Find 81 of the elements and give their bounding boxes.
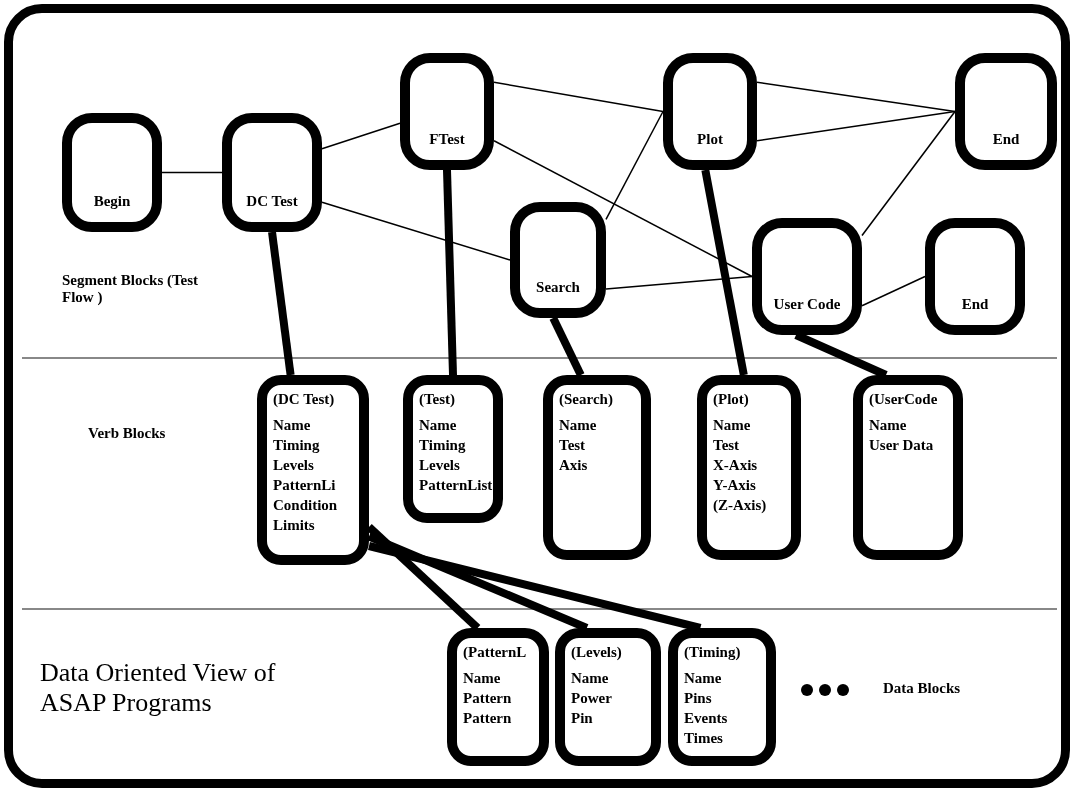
text-label: Data Blocks xyxy=(883,680,962,697)
block-label: Plot xyxy=(697,131,723,148)
segment-block xyxy=(752,218,862,335)
connector-line xyxy=(443,169,457,376)
data-card xyxy=(555,628,661,766)
data-card xyxy=(257,375,369,565)
field-name: Name xyxy=(419,416,458,435)
block-title: (Test) xyxy=(419,390,457,409)
field-name: Test xyxy=(713,436,741,455)
data-card xyxy=(447,628,549,766)
block-label: End xyxy=(992,131,1020,148)
connector-line xyxy=(701,169,748,376)
segment-block xyxy=(925,218,1025,335)
segment-block xyxy=(663,53,757,170)
connector-line xyxy=(605,275,753,290)
data-card xyxy=(853,375,963,560)
block-title: (Timing) xyxy=(684,643,742,662)
segment-block xyxy=(955,53,1057,170)
block-title: (PatternL xyxy=(463,643,528,662)
block-title: (UserCode xyxy=(869,390,939,409)
block-label: User Code xyxy=(773,296,841,313)
block-label: Begin xyxy=(93,193,131,210)
field-name: Name xyxy=(713,416,752,435)
field-name: Limits xyxy=(273,516,316,535)
segment-block xyxy=(62,113,162,232)
field-name: (Z-Axis) xyxy=(713,496,768,515)
block-label: DC Test xyxy=(246,193,298,210)
field-name: Name xyxy=(463,669,502,688)
block-title: (Plot) xyxy=(713,390,750,409)
field-name: Timing xyxy=(273,436,321,455)
text-label: Segment Blocks (Test Flow ) xyxy=(62,272,200,306)
field-name: X-Axis xyxy=(713,456,759,475)
field-name: PatternList xyxy=(419,476,491,495)
connector-line xyxy=(861,275,926,307)
field-name: Times xyxy=(684,729,724,748)
field-name: Pin xyxy=(571,709,594,728)
field-name: Name xyxy=(684,669,723,688)
segment-block xyxy=(400,53,494,170)
segment-block xyxy=(510,202,606,318)
segment-block xyxy=(222,113,322,232)
connector-line xyxy=(756,81,956,113)
connector-line xyxy=(493,140,753,278)
block-label: FTest xyxy=(429,131,465,148)
block-title: (Search) xyxy=(559,390,614,409)
connector-line xyxy=(756,110,956,142)
field-name: Events xyxy=(684,709,729,728)
connector-line xyxy=(321,122,401,150)
text-label: Verb Blocks xyxy=(88,425,167,442)
connector-line xyxy=(861,110,956,237)
field-name: Name xyxy=(273,416,312,435)
field-name: Y-Axis xyxy=(713,476,757,495)
field-name: Condition xyxy=(273,496,339,515)
field-name: Pins xyxy=(684,689,713,708)
data-card xyxy=(697,375,801,560)
block-label: End xyxy=(961,296,989,313)
field-name: Levels xyxy=(419,456,461,475)
block-title: (DC Test) xyxy=(273,390,336,409)
field-name: Pattern xyxy=(463,689,513,708)
connector-line xyxy=(493,81,664,113)
data-card xyxy=(403,375,503,523)
connector-line xyxy=(321,201,511,261)
field-name: Name xyxy=(571,669,610,688)
text-label: Data Oriented View of ASAP Programs xyxy=(40,658,277,718)
data-card xyxy=(543,375,651,560)
field-name: Name xyxy=(869,416,908,435)
field-name: Levels xyxy=(273,456,315,475)
field-name: Power xyxy=(571,689,613,708)
connector-line xyxy=(268,231,295,376)
connector-line xyxy=(161,171,223,174)
block-label: Search xyxy=(536,279,580,296)
field-name: Pattern xyxy=(463,709,513,728)
field-name: Timing xyxy=(419,436,467,455)
field-name: User Data xyxy=(869,436,935,455)
connector-line xyxy=(605,110,664,221)
field-name: Axis xyxy=(559,456,589,475)
field-name: Test xyxy=(559,436,587,455)
block-title: (Levels) xyxy=(571,643,623,662)
field-name: Name xyxy=(559,416,598,435)
field-name: PatternLi xyxy=(273,476,337,495)
data-card xyxy=(668,628,776,766)
connector-line xyxy=(549,316,585,377)
